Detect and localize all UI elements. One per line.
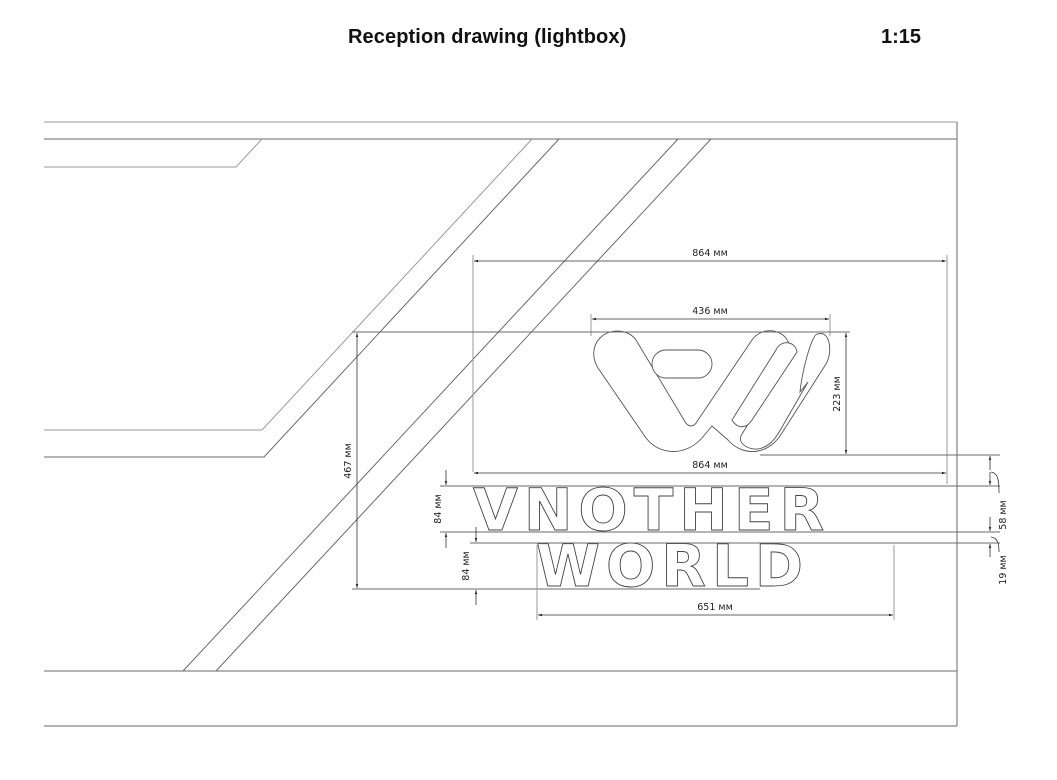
logo-mark	[593, 330, 831, 452]
drawing-scale: 1:15	[881, 26, 922, 48]
svg-text:223 мм: 223 мм	[832, 376, 843, 412]
svg-text:84 мм: 84 мм	[433, 494, 444, 523]
dim-gap-between-lines: 19 мм	[988, 517, 1009, 585]
svg-text:651 мм: 651 мм	[697, 602, 733, 613]
dim-overall-width-top: 864 мм	[472, 248, 948, 484]
dim-overall-width-mid: 864 мм	[474, 460, 946, 475]
svg-text:19 мм: 19 мм	[998, 555, 1009, 584]
logo-text-line1: VNOTHER	[473, 476, 830, 545]
drawing-title: Reception drawing (lightbox)	[348, 26, 627, 48]
svg-text:436 мм: 436 мм	[692, 306, 728, 317]
dim-gap-mark-to-text: 58 мм	[988, 456, 1009, 530]
svg-text:VNOTHER: VNOTHER	[473, 476, 830, 544]
svg-text:58 мм: 58 мм	[998, 500, 1009, 529]
dim-overall-height: 467 мм	[343, 333, 760, 590]
svg-text:467 мм: 467 мм	[343, 443, 354, 479]
logo-text-line2: WORLD	[536, 532, 809, 601]
svg-text:864 мм: 864 мм	[692, 460, 728, 471]
svg-text:864 мм: 864 мм	[692, 248, 728, 259]
wall-frame	[44, 121, 958, 727]
dim-line2-width: 651 мм	[536, 545, 895, 620]
dim-logo-mark-height: 223 мм	[352, 331, 1000, 456]
diagonal-stripes	[44, 138, 712, 672]
dim-line1-height: 84 мм	[433, 470, 1000, 548]
svg-text:WORLD: WORLD	[536, 532, 809, 600]
dim-line2-height: 84 мм	[461, 527, 1000, 605]
logo-mark-slot	[651, 349, 713, 379]
svg-text:84 мм: 84 мм	[461, 551, 472, 580]
